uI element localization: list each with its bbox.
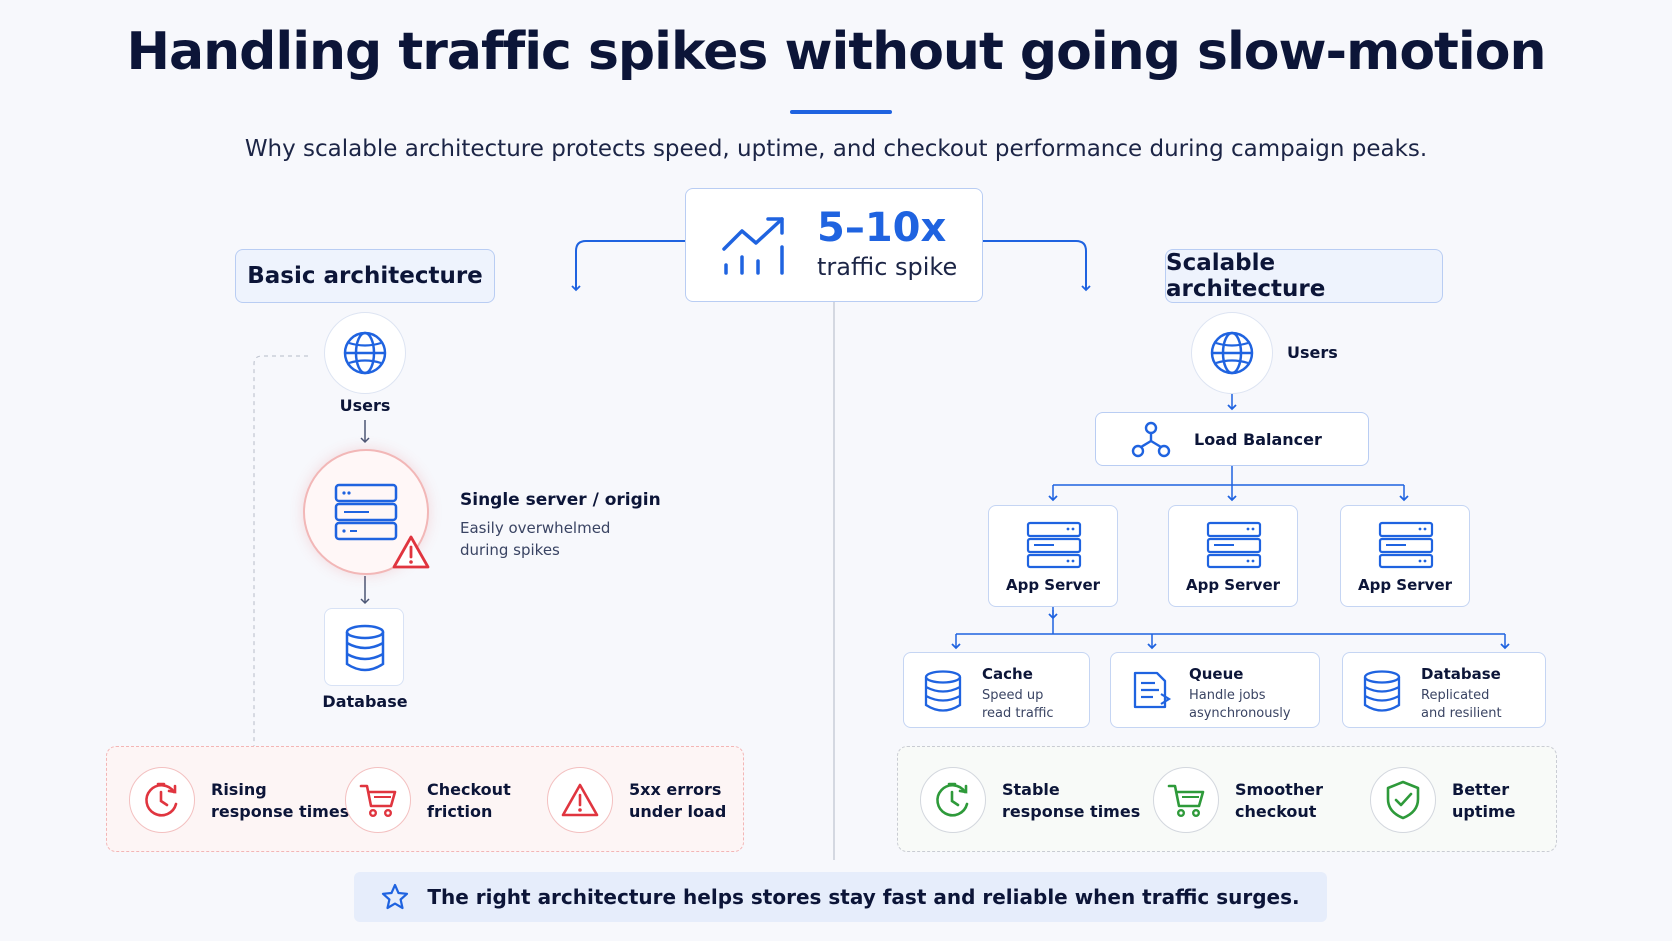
- benefit-clock-circle: [920, 767, 986, 833]
- server-icon: [1026, 521, 1082, 569]
- network-icon: [1131, 421, 1171, 458]
- app-server-label: App Server: [1357, 576, 1453, 594]
- basic-users-label: Users: [339, 396, 391, 415]
- basic-users-node: [324, 312, 406, 394]
- issue-5xx-errors: 5xx errors under load: [629, 780, 727, 821]
- cache-card: Cache Speed up read traffic: [903, 652, 1090, 728]
- issue-clock-circle: [129, 767, 195, 833]
- app-server-label: App Server: [1185, 576, 1281, 594]
- app-server-card: App Server: [1168, 505, 1298, 607]
- spike-value: 5–10x: [817, 205, 947, 251]
- queue-icon: [1133, 671, 1172, 709]
- database-desc: Replicated and resilient: [1421, 688, 1502, 721]
- shield-check-icon: [1386, 780, 1420, 820]
- issue-warning-circle: [547, 767, 613, 833]
- benefit-smoother-checkout: Smoother checkout: [1235, 780, 1323, 821]
- issue-checkout-friction: Checkout friction: [427, 780, 511, 821]
- scalable-users-node: [1191, 312, 1273, 394]
- globe-icon: [343, 331, 387, 375]
- database-icon: [345, 624, 385, 672]
- queue-title: Queue: [1189, 665, 1244, 683]
- basic-database-label: Database: [322, 692, 408, 711]
- warning-icon: [561, 783, 599, 817]
- app-server-card: App Server: [988, 505, 1118, 607]
- database-card: Database Replicated and resilient: [1342, 652, 1546, 728]
- single-server-desc-1: Easily overwhelmed: [460, 519, 611, 537]
- scalable-users-label: Users: [1287, 343, 1338, 362]
- page-title: Handling traffic spikes without going sl…: [126, 22, 1547, 82]
- warning-icon: [392, 535, 430, 569]
- queue-card: Queue Handle jobs asynchronously: [1110, 652, 1320, 728]
- app-server-card: App Server: [1340, 505, 1470, 607]
- cart-icon: [359, 784, 397, 818]
- database-icon: [1363, 670, 1401, 712]
- basic-database-node: [324, 608, 404, 686]
- queue-desc: Handle jobs asynchronously: [1189, 688, 1291, 721]
- single-server-title: Single server / origin: [460, 490, 661, 510]
- benefit-cart-circle: [1153, 767, 1219, 833]
- issue-cart-circle: [345, 767, 411, 833]
- cache-title: Cache: [982, 665, 1033, 683]
- server-icon: [334, 483, 398, 541]
- globe-icon: [1210, 331, 1254, 375]
- clock-icon: [936, 782, 969, 817]
- scalable-benefits-panel: Stable response times Smoother checkout …: [897, 746, 1557, 852]
- page-subtitle: Why scalable architecture protects speed…: [244, 136, 1428, 162]
- benefit-shield-circle: [1370, 767, 1436, 833]
- app-server-label: App Server: [1005, 576, 1101, 594]
- cache-desc: Speed up read traffic: [982, 688, 1054, 721]
- basic-issues-panel: Rising response times Checkout friction …: [106, 746, 744, 852]
- spike-label: traffic spike: [817, 253, 958, 281]
- scalable-architecture-title: Scalable architecture: [1165, 249, 1443, 303]
- database-icon: [924, 670, 962, 712]
- trend-up-icon: [722, 217, 784, 275]
- title-underline: [790, 110, 892, 114]
- issue-response-times: Rising response times: [211, 780, 350, 821]
- server-icon: [1378, 521, 1434, 569]
- cart-icon: [1167, 784, 1205, 818]
- star-icon: [382, 883, 409, 910]
- server-icon: [1206, 521, 1262, 569]
- clock-icon: [145, 782, 178, 817]
- load-balancer-node: Load Balancer: [1095, 412, 1369, 466]
- database-title: Database: [1421, 665, 1501, 683]
- summary-banner: The right architecture helps stores stay…: [354, 872, 1327, 922]
- benefit-stable-response: Stable response times: [1002, 780, 1141, 821]
- benefit-better-uptime: Better uptime: [1452, 780, 1516, 821]
- single-server-desc-2: during spikes: [460, 541, 560, 559]
- load-balancer-label: Load Balancer: [1194, 430, 1322, 449]
- summary-banner-text: The right architecture helps stores stay…: [427, 885, 1300, 909]
- basic-architecture-title: Basic architecture: [235, 249, 495, 303]
- traffic-spike-card: 5–10x traffic spike: [685, 188, 983, 302]
